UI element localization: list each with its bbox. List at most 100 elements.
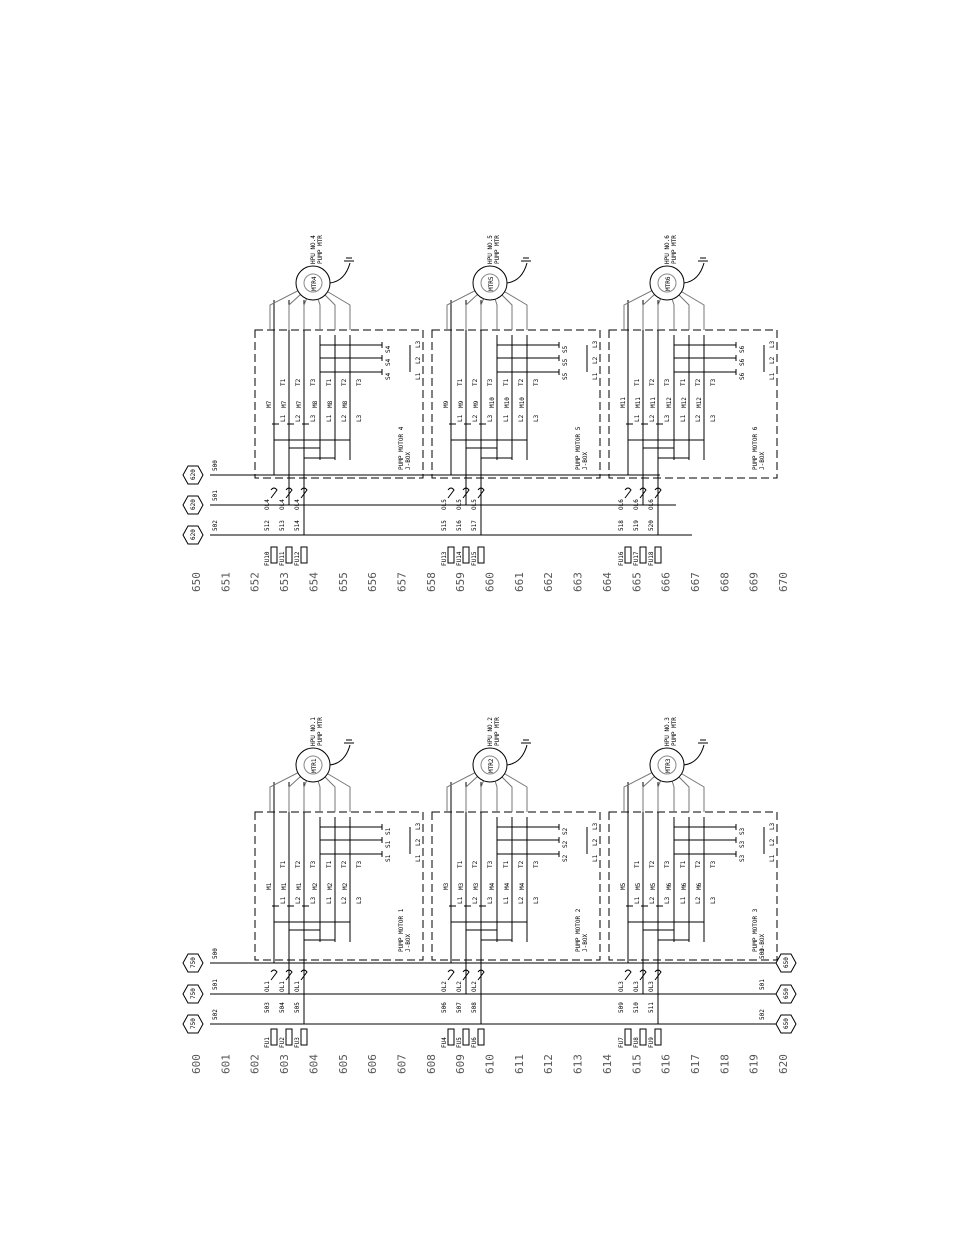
jbox-label: J-BOX <box>405 934 412 952</box>
terminal-label: L1 <box>280 896 287 904</box>
contactor-label: M2 <box>342 882 349 890</box>
jbox-label: J-BOX <box>582 934 589 952</box>
terminal-label: T1 <box>326 860 333 868</box>
overload-element <box>477 969 485 981</box>
jbox-label: J-BOX <box>759 452 766 470</box>
contactor-label: M6 <box>696 882 703 890</box>
off-page-ref <box>775 984 797 1004</box>
motor-subtitle: PUMP MTR <box>671 717 678 746</box>
overload-element <box>462 487 470 499</box>
fuse <box>462 546 470 564</box>
wire-number: 520 <box>648 520 655 531</box>
row-number: 658 <box>425 572 438 592</box>
star-contact-label: S4 <box>385 358 392 366</box>
terminal-label: L1 <box>457 896 464 904</box>
motor-symbol-inner <box>480 755 500 775</box>
ref-number: 750 <box>190 957 197 968</box>
contactor-label: M4 <box>504 882 511 890</box>
terminal-label: T2 <box>649 378 656 386</box>
jbox-outline <box>431 811 601 961</box>
wire-number: 503 <box>264 1002 271 1013</box>
contactor-label: M10 <box>489 397 496 408</box>
jbox-title: PUMP MOTOR 4 <box>398 426 405 470</box>
overload-element <box>624 969 632 981</box>
motor-tag: MTR3 <box>665 758 672 773</box>
fuse-label: FU6 <box>471 1037 478 1048</box>
terminal-label: L1 <box>280 414 287 422</box>
terminal-label: L3 <box>710 414 717 422</box>
overload-element <box>639 969 647 981</box>
terminal-label: L2 <box>769 838 776 846</box>
motor-subtitle: PUMP MTR <box>494 717 501 746</box>
motor-subtitle: PUMP MTR <box>671 235 678 264</box>
fuse-label: FU1 <box>264 1037 271 1048</box>
contactor-label: M1 <box>296 882 303 890</box>
row-number: 654 <box>307 572 320 592</box>
terminal-label: T1 <box>280 378 287 386</box>
contactor-label: M11 <box>650 397 657 408</box>
fuse <box>300 1028 308 1046</box>
motor-tag: MTR5 <box>488 276 495 291</box>
overload-label: OL2 <box>471 981 478 992</box>
motor-title: HPU NO.6 <box>664 235 671 264</box>
overload-label: OL6 <box>618 499 625 510</box>
row-number: 603 <box>278 1054 291 1074</box>
row-number: 668 <box>718 572 731 592</box>
contactor-label: M3 <box>458 882 465 890</box>
terminal-label: T2 <box>341 378 348 386</box>
terminal-label: L2 <box>769 356 776 364</box>
star-contact-label: S4 <box>385 372 392 380</box>
off-page-ref <box>182 495 204 515</box>
overload-element <box>447 969 455 981</box>
overload-label: OL5 <box>441 499 448 510</box>
row-number: 612 <box>542 1054 555 1074</box>
overload-element <box>285 487 293 499</box>
terminal-label: L3 <box>769 822 776 830</box>
fuse-label: FU5 <box>456 1037 463 1048</box>
star-contact-label: S5 <box>562 345 569 353</box>
star-contact-label: S1 <box>385 840 392 848</box>
terminal-label: L3 <box>769 340 776 348</box>
star-contact-label: S3 <box>739 840 746 848</box>
star-contact-label: S2 <box>562 840 569 848</box>
terminal-label: T3 <box>710 860 717 868</box>
wire-number: 510 <box>633 1002 640 1013</box>
row-number: 655 <box>337 572 350 592</box>
fuse-label: FU9 <box>648 1037 655 1048</box>
terminal-label: L1 <box>503 414 510 422</box>
row-number: 605 <box>337 1054 350 1074</box>
overload-label: OL1 <box>279 981 286 992</box>
terminal-label: L2 <box>472 414 479 422</box>
contactor-label: M7 <box>266 400 273 408</box>
motor-title: HPU NO.4 <box>310 235 317 264</box>
contactor-label: M12 <box>681 397 688 408</box>
row-number: 662 <box>542 572 555 592</box>
overload-element <box>624 487 632 499</box>
fuse-label: FU10 <box>264 551 271 566</box>
ref-number: 620 <box>190 469 197 480</box>
ground-icon <box>329 257 354 284</box>
row-number: 617 <box>689 1054 702 1074</box>
wire-number: 500 <box>212 948 219 959</box>
star-contact-label: S5 <box>562 358 569 366</box>
wire-number: 502 <box>759 1009 766 1020</box>
ref-number: 620 <box>190 499 197 510</box>
contactor-label: M5 <box>620 882 627 890</box>
fuse <box>654 1028 662 1046</box>
terminal-label: L1 <box>326 414 333 422</box>
row-number: 616 <box>660 1054 673 1074</box>
terminal-label: L3 <box>487 414 494 422</box>
contactor-label: M6 <box>666 882 673 890</box>
off-page-ref <box>182 1014 204 1034</box>
jbox-outline <box>608 329 778 479</box>
fuse-label: FU15 <box>471 551 478 566</box>
fuse <box>270 1028 278 1046</box>
star-contact-label: S2 <box>562 854 569 862</box>
overload-element <box>654 969 662 981</box>
motor-subtitle: PUMP MTR <box>317 717 324 746</box>
ref-number: 650 <box>783 1018 790 1029</box>
